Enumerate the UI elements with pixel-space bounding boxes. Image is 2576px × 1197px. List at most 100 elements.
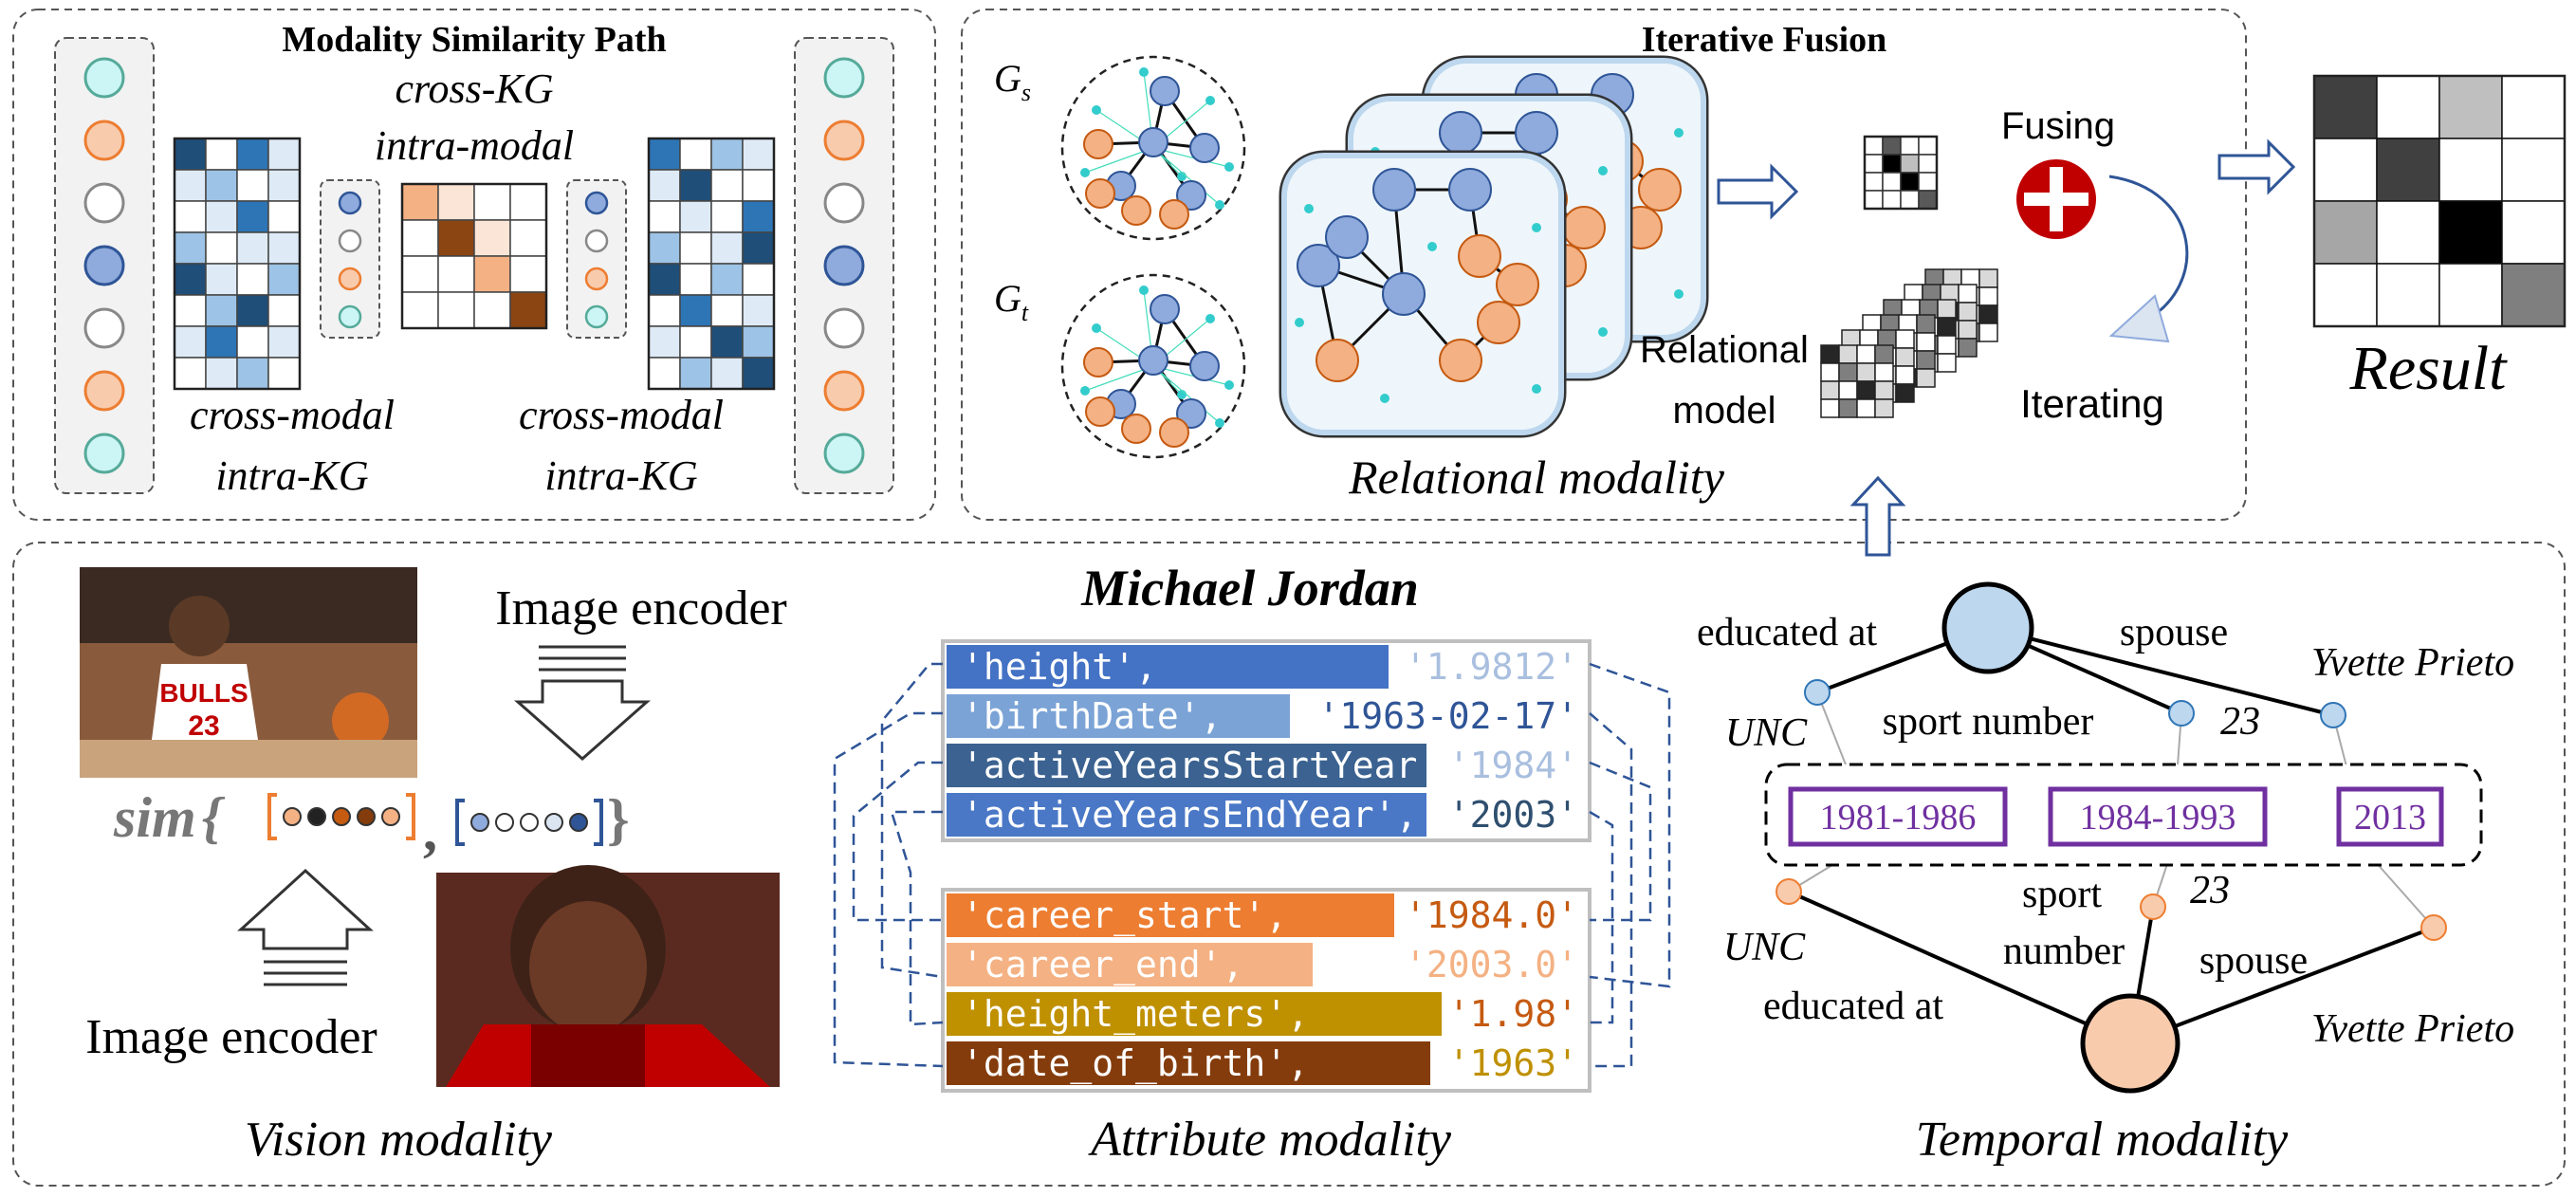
stack-cell bbox=[1937, 299, 1957, 319]
matrix-cell bbox=[473, 255, 511, 293]
left-embedding-nodes bbox=[83, 57, 125, 474]
matrix-cell bbox=[236, 231, 269, 265]
card-leaf-node bbox=[1532, 384, 1541, 394]
stack-cell bbox=[1874, 362, 1894, 382]
stack-cell bbox=[1937, 317, 1957, 337]
fusion-panel-frame bbox=[961, 9, 2247, 521]
attribute-value: '1984' bbox=[1448, 745, 1578, 786]
graph-entity-node bbox=[1150, 294, 1180, 324]
similarity-panel-frame bbox=[12, 9, 936, 521]
time-span-2: 1984-1993 bbox=[2080, 798, 2236, 838]
embedding-node bbox=[823, 433, 865, 474]
image-encoder-bottom-label: Image encoder bbox=[85, 1010, 377, 1064]
stack-cell bbox=[1978, 268, 1998, 288]
card-leaf-node bbox=[1598, 166, 1608, 175]
result-label: Result bbox=[2349, 334, 2509, 403]
matrix-cell bbox=[679, 294, 712, 327]
matrix-cell bbox=[2376, 138, 2440, 202]
stack-cell bbox=[1820, 380, 1840, 400]
matrix-cell bbox=[473, 183, 511, 221]
matrix-cell bbox=[2438, 200, 2503, 265]
stack-cell bbox=[1895, 347, 1915, 367]
matrix-cell bbox=[1918, 190, 1938, 210]
matrix-cell bbox=[710, 200, 744, 233]
matrix-cell bbox=[401, 183, 439, 221]
graph-leaf-node bbox=[1080, 168, 1090, 177]
matrix-border bbox=[400, 182, 548, 330]
matrix-cell bbox=[1918, 154, 1938, 174]
matrix-cell bbox=[1864, 190, 1884, 210]
attribute-key: 'activeYearsEndYear', bbox=[962, 794, 1417, 836]
matrix-cell bbox=[710, 231, 744, 265]
attribute-value: '2003' bbox=[1448, 794, 1578, 836]
attribute-rows-top: 'height','1.9812''birthDate','1963-02-17… bbox=[947, 645, 1578, 837]
vision-modality-label: Vision modality bbox=[245, 1113, 553, 1167]
matrix-cell bbox=[2501, 200, 2566, 265]
graph-leaf-node bbox=[1139, 285, 1149, 295]
card-entity-node bbox=[1448, 168, 1492, 212]
matrix-cell bbox=[205, 294, 238, 327]
sport-label: sport bbox=[2022, 873, 2102, 916]
graph-entity-node bbox=[1121, 195, 1151, 226]
matrix-cell bbox=[1882, 190, 1902, 210]
matrix-cell bbox=[742, 325, 775, 359]
graph-gt bbox=[1060, 273, 1246, 459]
attribute-key-bar bbox=[947, 943, 1313, 986]
matrix-cell bbox=[267, 325, 301, 359]
modalities-panel-frame bbox=[12, 542, 2566, 1187]
time-span-3-box bbox=[2336, 786, 2444, 847]
matrix-border bbox=[2312, 74, 2567, 328]
right-embedding-nodes bbox=[823, 57, 865, 474]
matrix-cell bbox=[742, 200, 775, 233]
attribute-value: '1.98' bbox=[1448, 993, 1578, 1035]
time-span-1: 1981-1986 bbox=[1820, 798, 1977, 838]
vector-node bbox=[584, 267, 609, 291]
gt-label: Gt bbox=[994, 277, 1029, 326]
matrix-cell bbox=[1882, 136, 1902, 156]
graph-leaf-node bbox=[1215, 200, 1224, 210]
player-photo-1: BULLS 23 bbox=[80, 567, 417, 778]
matrix-cell bbox=[236, 325, 269, 359]
matrix-cell bbox=[174, 294, 207, 327]
embedding-node bbox=[83, 57, 125, 99]
stack-cell bbox=[1937, 353, 1957, 373]
stack-cell bbox=[1916, 314, 1936, 334]
matrix-cell bbox=[2376, 263, 2440, 327]
small-vector-left bbox=[320, 179, 380, 339]
svg-text:23: 23 bbox=[188, 710, 219, 742]
matrix-cell bbox=[174, 263, 207, 296]
stack-cell bbox=[1856, 362, 1876, 382]
stack-cell bbox=[1874, 344, 1894, 364]
stack-cell bbox=[1958, 320, 1978, 340]
vector-node bbox=[584, 191, 609, 215]
matrix-cell bbox=[437, 219, 475, 257]
small-vector-left-nodes bbox=[338, 191, 362, 329]
stack-cell bbox=[1895, 329, 1915, 349]
matrix-cell bbox=[205, 169, 238, 202]
temporal-graph-edges bbox=[1788, 626, 2435, 1045]
attribute-key: 'birthDate', bbox=[962, 695, 1223, 737]
n23-top-label: 23 bbox=[2220, 700, 2260, 744]
unc-top-label: UNC bbox=[1725, 711, 1808, 755]
graph-entity-node bbox=[1083, 347, 1113, 378]
card-leaf-node bbox=[1598, 327, 1608, 337]
matrix-cell bbox=[2438, 138, 2503, 202]
matrix-cell bbox=[1864, 172, 1884, 192]
temporal-node-yvette-bottom bbox=[2420, 914, 2447, 941]
graph-entity-node bbox=[1121, 414, 1151, 444]
attribute-key-bar bbox=[947, 793, 1426, 837]
stack-cell bbox=[1978, 322, 1998, 342]
graph-entity-node bbox=[1085, 396, 1115, 427]
matrix-cell bbox=[401, 219, 439, 257]
relational-model-label-2: model bbox=[1673, 390, 1776, 432]
n23-bottom-label: 23 bbox=[2190, 869, 2230, 912]
sport-number-top-label: sport number bbox=[1883, 700, 2094, 744]
embedding-node bbox=[823, 307, 865, 349]
matrix-cell bbox=[710, 357, 744, 390]
embedding-node bbox=[823, 182, 865, 224]
graph-edge-light bbox=[1152, 147, 1230, 168]
card-leaf-node bbox=[1532, 223, 1541, 232]
fusing-icon-vbar bbox=[2050, 167, 2063, 231]
educated-at-bottom-label: educated at bbox=[1763, 985, 1943, 1028]
attribute-key-bar bbox=[947, 694, 1290, 738]
